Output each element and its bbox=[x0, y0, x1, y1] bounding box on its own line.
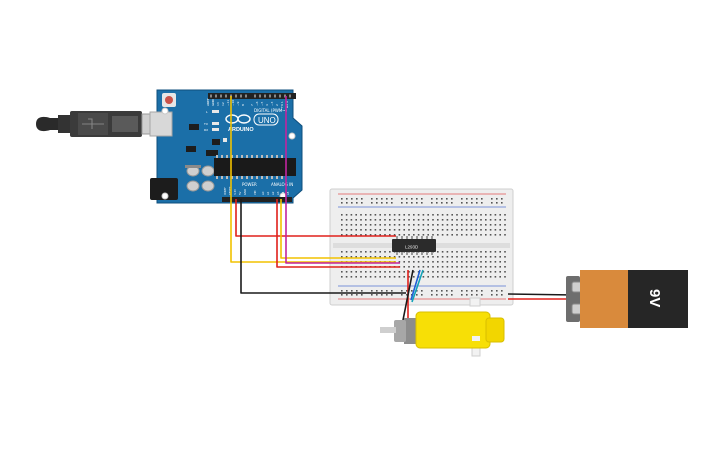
arduino-uno-board[interactable]: AREF GND 13 12 ~11 ~10 ~9 8 7 ~6 ~5 4 ~3… bbox=[149, 89, 303, 204]
pin-label-a1: A1 bbox=[266, 191, 270, 195]
power-header-label: POWER bbox=[242, 182, 257, 187]
pin-label-9: ~9 bbox=[236, 101, 240, 106]
battery-9v[interactable]: 9V bbox=[566, 270, 688, 328]
led-label-l: L bbox=[206, 110, 208, 114]
pin-label-aref: AREF bbox=[206, 98, 210, 106]
pin-label-vin: VIN bbox=[253, 190, 257, 195]
arduino-logo: ARDUINO bbox=[225, 114, 254, 133]
wire-yellow-pin12[interactable] bbox=[230, 96, 396, 263]
digital-header-label: DIGITAL (PWM~) bbox=[254, 108, 288, 113]
arduino-brand: ARDUINO bbox=[228, 127, 254, 133]
breadboard-holes bbox=[341, 198, 506, 296]
wire-magenta-pin3[interactable] bbox=[285, 96, 400, 264]
uno-badge bbox=[253, 113, 279, 126]
wire-red-5v[interactable] bbox=[235, 199, 396, 237]
pin-label-0: RX 0 bbox=[285, 101, 289, 108]
usb-port bbox=[149, 111, 173, 137]
pin-label-6: ~6 bbox=[255, 101, 259, 106]
pin-label-11: ~11 bbox=[226, 100, 230, 106]
wire-black-gnd[interactable] bbox=[240, 199, 406, 294]
led-label-rx: RX bbox=[204, 128, 208, 132]
pin-label-5v: 5V bbox=[238, 191, 242, 195]
power-analog-header bbox=[222, 197, 292, 202]
pin-label-12: 12 bbox=[221, 102, 225, 106]
usb-cable[interactable] bbox=[36, 111, 165, 137]
pin-label-2: 2 bbox=[275, 104, 279, 106]
pin-label-power-gnd: GND bbox=[243, 189, 247, 195]
pin-label-a5: A5 bbox=[286, 191, 290, 195]
wire-teal-motor[interactable] bbox=[411, 269, 424, 303]
pin-label-10: ~10 bbox=[231, 100, 235, 106]
wire-black-motor[interactable] bbox=[402, 269, 414, 321]
digital-header bbox=[208, 93, 296, 99]
wires bbox=[230, 96, 576, 321]
pin-label-8: 8 bbox=[241, 104, 245, 106]
pin-label-13: 13 bbox=[216, 102, 220, 106]
pin-label-ioref: IOREF bbox=[223, 187, 227, 195]
pin-label-reset: RESET bbox=[228, 186, 232, 195]
arduino-model: UNO bbox=[258, 116, 276, 125]
battery-label: 9V bbox=[646, 289, 663, 307]
pin-label-5: ~5 bbox=[260, 101, 264, 106]
atmega-chip bbox=[214, 158, 296, 176]
led-label-tx: TX bbox=[203, 122, 208, 126]
pin-label-a3: A3 bbox=[276, 191, 280, 195]
wire-yellow-analog[interactable] bbox=[280, 199, 396, 259]
wire-blue-motor[interactable] bbox=[410, 269, 421, 301]
wire-black-battery[interactable] bbox=[507, 293, 576, 296]
pin-label-a4: A4 bbox=[281, 191, 285, 195]
pin-label-3v3: 3.3V bbox=[233, 189, 237, 195]
pin-label-gnd: GND bbox=[211, 98, 215, 106]
analog-header-label: ANALOG IN bbox=[271, 182, 293, 187]
pin-label-a0: A0 bbox=[261, 191, 265, 195]
pin-label-7: 7 bbox=[250, 104, 254, 106]
dc-motor[interactable] bbox=[380, 297, 505, 357]
chip-label: L293D bbox=[405, 245, 419, 250]
pin-label-3: ~3 bbox=[270, 101, 274, 106]
pin-label-4: 4 bbox=[265, 104, 269, 106]
pin-label-a2: A2 bbox=[271, 191, 275, 195]
power-jack bbox=[150, 178, 178, 200]
pin-label-1: TX 1 bbox=[280, 101, 284, 109]
wire-red-pin[interactable] bbox=[276, 199, 400, 268]
l293d-chip[interactable]: L293D bbox=[392, 236, 436, 255]
